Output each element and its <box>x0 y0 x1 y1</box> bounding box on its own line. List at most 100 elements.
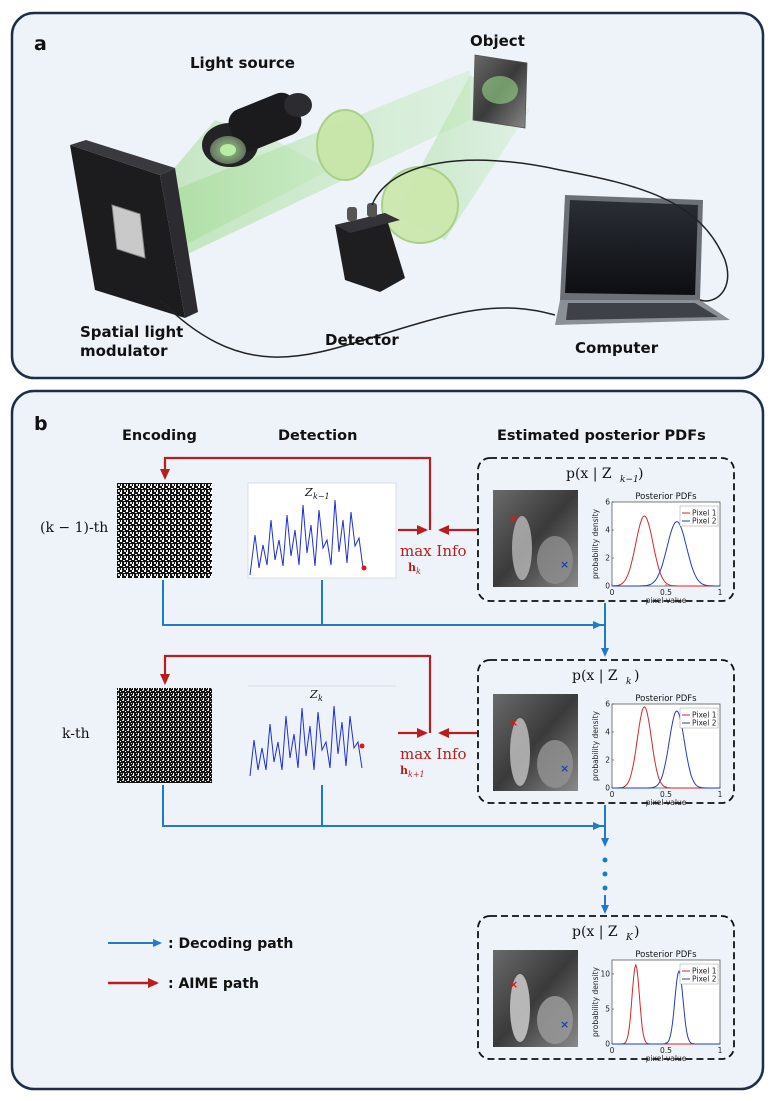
pdf-plot-title: Posterior PDFs <box>635 694 697 704</box>
pdf-xtick-label: 1 <box>718 588 723 597</box>
detector-device <box>335 203 405 292</box>
pdf-xtick-label: 1 <box>718 1046 723 1055</box>
row3-posterior-title: p(x | Z <box>572 924 618 940</box>
legend: : Decoding path : AIME path <box>108 936 293 992</box>
computer-laptop <box>555 195 730 325</box>
pdf-ylabel: probability density <box>591 710 600 780</box>
pdf-ylabel: probability density <box>591 508 600 578</box>
row1-posterior-sub: k−1 <box>620 475 639 485</box>
row2-pixel1-marker: × <box>509 716 518 729</box>
pdf-legend-label: Pixel 2 <box>692 517 717 526</box>
row1-max-info: max Info <box>400 542 467 560</box>
pdf-legend-label: Pixel 1 <box>692 967 717 976</box>
row3-pixel2-marker: × <box>560 1018 569 1031</box>
pdf-legend-label: Pixel 1 <box>692 711 717 720</box>
pdf-ytick-label: 10 <box>600 970 610 979</box>
row1-detection-plot: Z k−1 <box>247 482 397 579</box>
row1-aime-loop <box>160 456 432 530</box>
pdf-xlabel: pixel value <box>646 798 687 807</box>
continuation-dot-3 <box>602 885 608 891</box>
header-detection: Detection <box>278 428 357 444</box>
decode-path-2 <box>162 785 605 827</box>
pdf-xtick-label: 0.5 <box>660 588 672 597</box>
pdf-xtick-label: 0.5 <box>660 790 672 799</box>
cable-slm-computer <box>159 299 556 358</box>
pdf-xtick-label: 1 <box>718 790 723 799</box>
row1-h-sub: k <box>416 567 421 576</box>
row2-posterior-close: ) <box>634 668 639 684</box>
pdf-xlabel: pixel value <box>646 1054 687 1063</box>
row3-posterior-close: ) <box>634 924 639 940</box>
row1-encoding-pattern <box>117 483 212 578</box>
label-object: Object <box>470 32 525 50</box>
continuation-dot-2 <box>602 871 608 877</box>
header-encoding: Encoding <box>122 428 197 444</box>
row1-label: (k − 1)-th <box>40 520 108 536</box>
pdf-series-2 <box>612 710 720 789</box>
legend-aime-text: : AIME path <box>168 976 259 992</box>
panel-a-letter: a <box>34 33 47 55</box>
pdf-series-2 <box>612 969 720 1045</box>
panel-b: b Encoding Detection Estimated posterior… <box>10 389 765 1091</box>
pdf-series-1 <box>612 515 720 587</box>
row2-posterior-sub: k <box>626 677 631 687</box>
pdf-ytick-label: 2 <box>605 756 610 765</box>
pdf-ytick-label: 5 <box>605 1005 610 1014</box>
object-target <box>472 54 528 129</box>
beam-slm-to-object <box>150 70 470 260</box>
header-posterior: Estimated posterior PDFs <box>497 428 706 444</box>
pdf-xlabel: pixel value <box>646 596 687 605</box>
pdf-series-2 <box>612 521 720 587</box>
row1-pixel1-marker: × <box>509 512 518 525</box>
row-2: k-th Z k max Info h k+1 p(x | Z k ) <box>62 654 735 807</box>
pdf-legend-label: Pixel 2 <box>692 975 717 984</box>
pdf-ytick-label: 4 <box>605 526 610 535</box>
row2-h-label: h <box>400 764 408 777</box>
pdf-ytick-label: 0 <box>605 1040 610 1049</box>
decode-path-1 <box>162 580 605 626</box>
row-1: (k − 1)-th Z k−1 max Info h k p(x | Z k−… <box>40 456 735 605</box>
row1-measurement-sub: k−1 <box>313 492 330 501</box>
row2-aime-loop <box>160 654 432 733</box>
row2-current-point <box>359 743 365 749</box>
legend-decoding-text: : Decoding path <box>168 936 293 952</box>
row2-detection-plot: Z k <box>248 685 396 777</box>
pdf-xtick-label: 0 <box>610 1046 615 1055</box>
label-detector: Detector <box>325 331 399 349</box>
pdf-ytick-label: 0 <box>605 784 610 793</box>
row2-pdf-plot: Posterior PDFs 0 2 4 6 0 0.5 1 pixel value probab… <box>591 694 723 807</box>
label-slm-line1: Spatial light <box>80 323 183 341</box>
pdf-xtick-label: 0 <box>610 790 615 799</box>
pdf-xtick-label: 0.5 <box>660 1046 672 1055</box>
row2-h-sub: k+1 <box>408 770 425 779</box>
row1-posterior-title: p(x | Z <box>566 466 612 482</box>
row1-h-label: h <box>408 561 416 574</box>
pdf-ytick-label: 4 <box>605 728 610 737</box>
pdf-xtick-label: 0 <box>610 588 615 597</box>
pdf-ytick-label: 6 <box>605 700 610 709</box>
row3-pixel1-marker: × <box>509 978 518 991</box>
spatial-light-modulator <box>70 140 198 318</box>
pdf-ytick-label: 2 <box>605 554 610 563</box>
light-source <box>202 92 312 167</box>
panel-a: a <box>10 11 765 380</box>
label-slm-line2: modulator <box>80 342 168 360</box>
row2-measurement-sub: k <box>318 694 323 703</box>
row1-current-point <box>361 565 367 571</box>
row1-signal-trace <box>249 499 364 576</box>
row1-measurement-label: Z <box>304 486 313 499</box>
pdf-legend-label: Pixel 1 <box>692 509 717 518</box>
lens-1 <box>316 109 374 181</box>
pdf-ytick-label: 0 <box>605 582 610 591</box>
lens-2 <box>381 166 459 244</box>
label-light-source: Light source <box>190 54 295 72</box>
panel-b-letter: b <box>34 413 48 435</box>
pdf-plot-title: Posterior PDFs <box>635 492 697 502</box>
row2-max-info: max Info <box>400 745 467 763</box>
